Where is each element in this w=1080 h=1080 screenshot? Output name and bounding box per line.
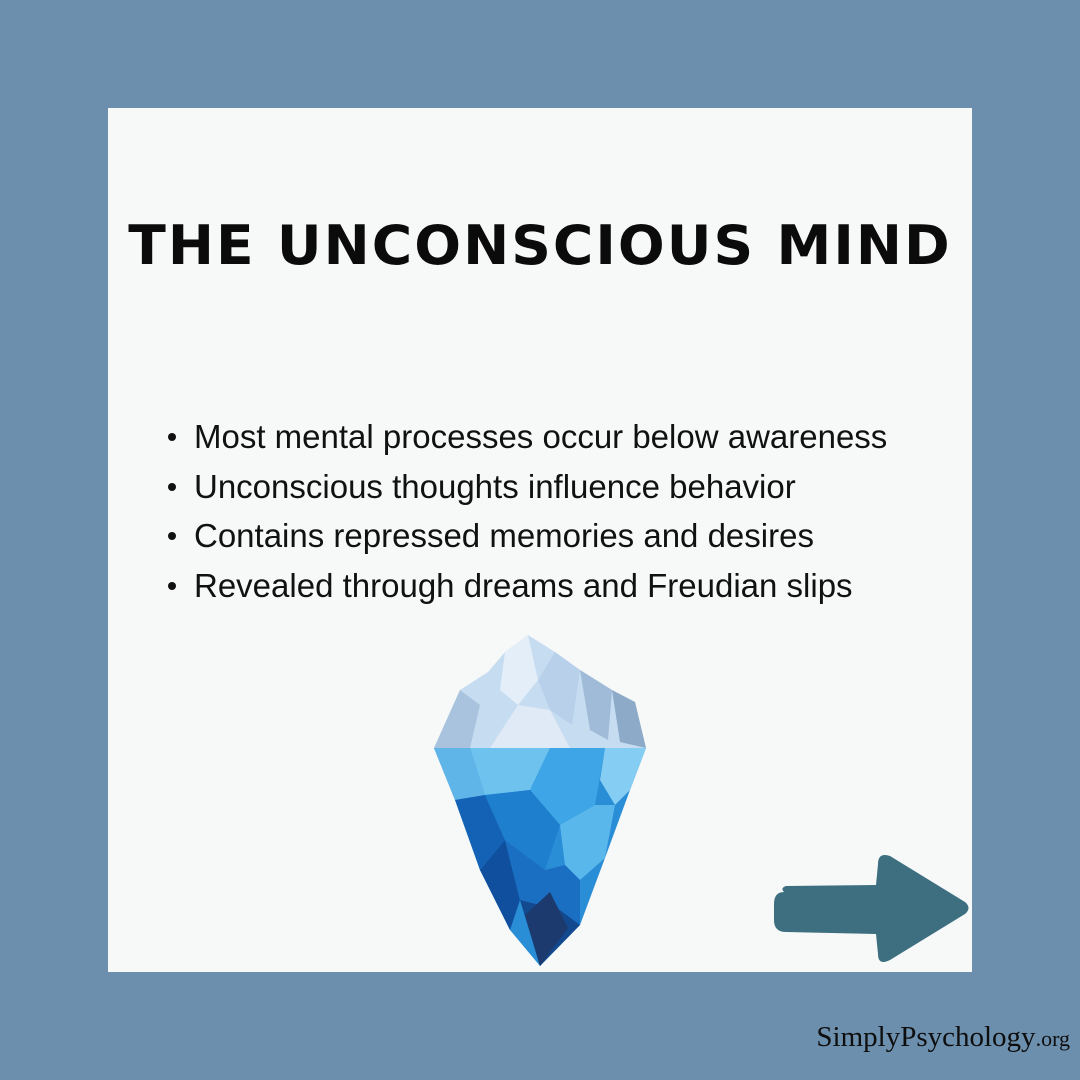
list-item: Most mental processes occur below awaren… bbox=[166, 412, 887, 462]
iceberg-icon bbox=[434, 635, 646, 966]
bullet-dot bbox=[168, 482, 176, 491]
bullet-list: Most mental processes occur below awaren… bbox=[166, 412, 887, 610]
list-item-text: Revealed through dreams and Freudian sli… bbox=[194, 566, 853, 604]
credit-tld: .org bbox=[1035, 1026, 1070, 1051]
credit-name: SimplyPsychology bbox=[816, 1021, 1036, 1053]
page-title: THE UNCONSCIOUS MIND bbox=[128, 214, 952, 277]
list-item: Contains repressed memories and desires bbox=[166, 511, 887, 561]
bullet-dot bbox=[168, 581, 176, 590]
site-credit: SimplyPsychology.org bbox=[816, 1021, 1070, 1054]
list-item: Unconscious thoughts influence behavior bbox=[166, 462, 887, 512]
bullet-dot bbox=[168, 532, 176, 540]
list-item-text: Contains repressed memories and desires bbox=[194, 517, 814, 554]
bullet-dot bbox=[168, 433, 176, 441]
list-item-text: Unconscious thoughts influence behavior bbox=[194, 467, 796, 505]
arrow-right-icon[interactable] bbox=[770, 850, 972, 970]
list-item: Revealed through dreams and Freudian sli… bbox=[166, 561, 887, 611]
list-item-text: Most mental processes occur below awaren… bbox=[194, 418, 888, 455]
